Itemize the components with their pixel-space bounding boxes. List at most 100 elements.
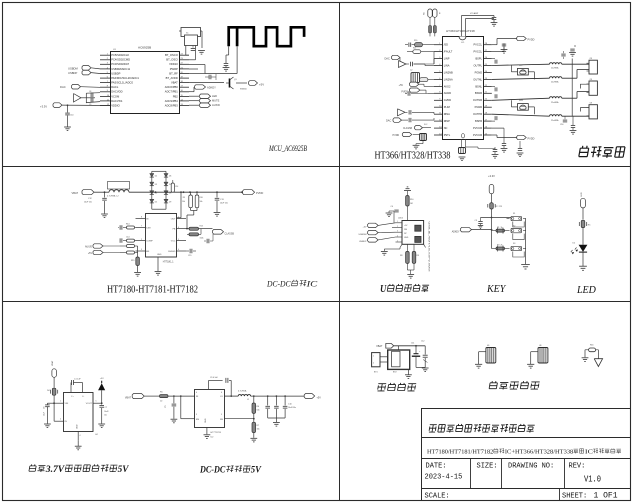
svg-text:C10: C10 [70,115,73,117]
svg-text:5: 5 [397,240,398,242]
svg-text:1: 1 [107,54,109,56]
svg-text:DP: DP [404,233,407,235]
svg-text:+3.3V: +3.3V [40,104,47,108]
svg-text:D9: D9 [169,201,171,203]
svg-text:RINP: RINP [444,119,450,123]
svg-text:D8: D8 [169,193,171,195]
svg-text:U2: U2 [211,437,215,439]
svg-text:IN: IN [196,396,199,398]
svg-text:EN: EN [146,251,149,253]
svg-text:HT7T1219: HT7T1219 [211,432,222,434]
svg-text:17: 17 [181,86,184,88]
svg-text:FB: FB [173,229,176,231]
svg-text:ADC6/PB0: ADC6/PB0 [165,85,179,89]
svg-text:D6: D6 [169,176,171,178]
svg-text:+5V: +5V [88,253,93,255]
svg-text:OUTNL: OUTNL [473,77,482,81]
svg-text:AGND: AGND [444,91,452,95]
svg-text:3: 3 [397,231,398,233]
svg-text:FT: FT [440,11,442,14]
svg-text:U6: U6 [487,345,489,347]
svg-text:DRAWING NO:: DRAWING NO: [508,463,554,471]
svg-text:OUTNR: OUTNR [473,98,482,102]
svg-text:1: 1 [397,221,398,223]
svg-text:PWRP: PWRP [170,67,178,71]
svg-text:C6: C6 [44,407,46,409]
svg-text:REV:: REV: [569,463,586,471]
svg-text:C14: C14 [175,186,178,188]
svg-text:MUTE: MUTE [212,99,220,103]
svg-text:10uF 25v: 10uF 25v [84,202,92,204]
svg-text:R2 225: R2 225 [495,206,503,208]
svg-text:D7: D7 [169,184,171,186]
svg-text:23: 23 [485,78,488,80]
svg-text:R8: R8 [400,255,402,257]
svg-text:25: 25 [485,64,488,66]
svg-text:3: 3 [196,414,197,416]
svg-text:C2: C2 [410,70,412,72]
svg-text:C10: C10 [288,404,293,406]
svg-text:LED: LED [581,192,583,197]
svg-text:VCOM: VCOM [111,94,120,98]
svg-text:DM: DM [404,229,407,231]
svg-text:ILIM: ILIM [146,227,150,229]
svg-text:+5V: +5V [404,225,408,227]
svg-text:PLIM: PLIM [444,105,450,109]
svg-text:10k: 10k [200,201,203,203]
svg-text:IN: IN [65,421,68,423]
svg-text:10uF/: 10uF/ [104,411,109,413]
svg-text:U1: U1 [113,49,117,51]
svg-text:4: 4 [196,392,197,394]
svg-text:/FAULT: /FAULT [444,50,453,54]
svg-text:6: 6 [107,77,109,79]
svg-text:15k: 15k [257,429,260,431]
svg-text:OUTPR: OUTPR [473,112,482,116]
svg-text:4: 4 [107,67,109,69]
svg-text:R15: R15 [131,260,134,262]
svg-text:15: 15 [485,133,488,135]
svg-text:OUT: OUT [171,218,176,220]
svg-text:2: 2 [60,419,61,421]
svg-text:CLASSB: CLASSB [225,233,235,236]
svg-text:LIN2NB: LIN2NB [444,70,453,74]
svg-text:R5: R5 [160,392,163,394]
svg-text:6: 6 [221,392,222,394]
svg-text:VOUT: VOUT [86,403,93,405]
svg-text:10uF/10v: 10uF/10v [288,407,296,409]
svg-text:R9: R9 [417,255,419,257]
svg-text:USBDM: USBDM [68,66,78,70]
svg-text:4: 4 [397,235,398,237]
svg-text:R20: R20 [414,40,417,42]
svg-text:USBDP: USBDP [111,71,120,75]
svg-text:24: 24 [485,71,488,73]
svg-text:SS/IHD: SS/IHD [168,251,176,253]
svg-text:SD: SD [424,12,426,15]
svg-text:12: 12 [439,120,442,122]
svg-text:LX: LX [220,396,223,398]
svg-text:PVDD: PVDD [528,39,535,42]
svg-text:C9 0.1uF: C9 0.1uF [210,377,219,379]
svg-text:1: 1 [373,355,374,357]
svg-text:PVDD: PVDD [528,138,535,141]
svg-text:1: 1 [60,401,61,403]
svg-text:+5V: +5V [259,82,264,86]
svg-text:14: 14 [439,133,442,135]
svg-text:ADKEY: ADKEY [207,86,216,90]
svg-text:C12: C12 [421,341,424,343]
svg-text:IC: IC [585,449,593,456]
svg-text:18: 18 [181,81,184,83]
svg-text:5: 5 [96,401,97,403]
svg-text:28: 28 [485,43,488,45]
svg-text:22: 22 [485,85,488,87]
svg-text:2: 2 [141,239,142,241]
svg-text:10: 10 [107,95,110,97]
svg-text:22uH/3A: 22uH/3A [551,81,559,84]
svg-text:CN: CN [590,79,593,81]
svg-text:PVCCL: PVCCL [473,43,482,47]
svg-text:VBAT: VBAT [171,81,178,85]
svg-text:MCU_AC6925B: MCU_AC6925B [268,143,307,153]
svg-text:24: 24 [181,54,184,56]
svg-text:ADC7/PB1: ADC7/PB1 [165,90,179,94]
svg-text:DC-DC: DC-DC [199,465,226,475]
svg-text:DAC: DAC [386,120,391,123]
